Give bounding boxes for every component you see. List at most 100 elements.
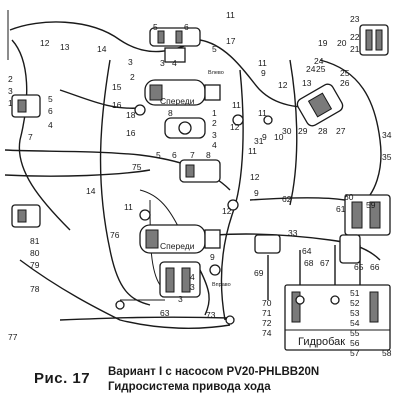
callout: 57	[350, 348, 360, 358]
callout: 81	[30, 236, 40, 246]
callout: 22	[350, 32, 360, 42]
callout: 24	[314, 56, 324, 66]
callout: 12	[222, 206, 232, 216]
callout: 58	[382, 348, 392, 358]
callout: 53	[350, 308, 360, 318]
callout: 6	[184, 22, 189, 32]
figure-title-line1: Вариант I с насосом PV20-PHLBB20N	[108, 366, 320, 378]
figure-title-line2: Гидросистема привода хода	[108, 381, 271, 393]
callout: 5	[48, 94, 53, 104]
callout: 3	[128, 57, 133, 67]
callout: 78	[30, 284, 40, 294]
callout: 54	[350, 318, 360, 328]
callout: 7	[190, 150, 195, 160]
callout: 9	[262, 132, 267, 142]
callout: 11	[258, 58, 267, 68]
callout: 12	[230, 122, 240, 132]
callout: 2	[8, 74, 13, 84]
callout: 4	[172, 58, 177, 68]
callout: 29	[298, 126, 308, 136]
callout: 3	[8, 86, 13, 96]
callout: 61	[336, 204, 346, 214]
callout: 3	[178, 294, 183, 304]
callout: 13	[302, 78, 312, 88]
callout: 11	[258, 108, 267, 118]
callout: 18	[126, 110, 136, 120]
left-valve-lower	[11, 204, 41, 228]
callout: 2	[212, 118, 217, 128]
callout: 5	[156, 150, 161, 160]
callout: 5	[153, 22, 158, 32]
pump-upper-label: Спереди	[160, 96, 195, 106]
callout: 62	[282, 194, 292, 204]
pump-lower: Спереди	[139, 224, 221, 254]
right-valve-stack	[344, 194, 391, 236]
callout: 4	[190, 272, 195, 282]
callout: 12	[250, 172, 260, 182]
callout: 5	[212, 44, 217, 54]
callout: 71	[262, 308, 272, 318]
callout: 60	[344, 192, 354, 202]
callout: 12	[278, 80, 288, 90]
callout: 75	[132, 162, 142, 172]
callout: 8	[206, 150, 211, 160]
callout: 3	[160, 58, 165, 68]
callout: 26	[340, 78, 350, 88]
pump-upper: Спереди	[144, 79, 221, 106]
callout: 10	[274, 132, 284, 142]
callout: 52	[350, 298, 360, 308]
callout: 4	[48, 120, 53, 130]
callout: 64	[302, 246, 312, 256]
callout: 1	[212, 108, 217, 118]
callout: 55	[350, 328, 360, 338]
callout: 12	[40, 38, 50, 48]
callout: 72	[262, 318, 272, 328]
hydraulic-tank	[284, 284, 391, 351]
callout: 14	[86, 186, 96, 196]
callout: 25	[316, 64, 326, 74]
fittings	[115, 104, 340, 325]
tank-label: Гидробак	[296, 336, 348, 348]
callout: 59	[366, 200, 376, 210]
callout: 30	[282, 126, 292, 136]
callout: 73	[206, 310, 216, 320]
right-top-block	[359, 24, 389, 56]
callout: 69	[254, 268, 264, 278]
callout: 66	[370, 262, 380, 272]
callout: 56	[350, 338, 360, 348]
hydraulic-lines	[4, 10, 382, 329]
callout: 7	[28, 132, 33, 142]
callout: 15	[112, 82, 122, 92]
callout: 3	[190, 282, 195, 292]
valve-block-mid	[164, 117, 221, 183]
direction-tag-right: Вправо	[212, 282, 231, 288]
callout: 27	[336, 126, 346, 136]
direction-tag-left: Влево	[208, 70, 224, 76]
callout: 13	[60, 42, 70, 52]
callout: 4	[212, 140, 217, 150]
callout: 20	[337, 38, 347, 48]
callout: 25	[340, 68, 350, 78]
callout: 3	[212, 130, 217, 140]
callout: 11	[226, 10, 235, 20]
callout: 19	[318, 38, 328, 48]
callout: 21	[350, 44, 360, 54]
callout: 11	[248, 146, 257, 156]
callout: 24	[306, 64, 316, 74]
callout: 28	[318, 126, 328, 136]
callout: 16	[112, 100, 122, 110]
hydraulic-diagram: Спереди Спереди	[4, 10, 392, 358]
filter-assembly	[296, 83, 344, 127]
callout: 6	[48, 106, 53, 116]
callout: 77	[8, 332, 18, 342]
callout: 76	[110, 230, 120, 240]
left-valve-upper	[11, 94, 41, 118]
filter-lower	[254, 234, 361, 264]
callout: 9	[261, 68, 266, 78]
callout: 33	[288, 228, 298, 238]
callout: 31	[254, 136, 264, 146]
callout: 80	[30, 248, 40, 258]
callout: 65	[354, 262, 364, 272]
callout-numbers: 11 12 13 14 5 6 3 2 5 1 7 11 12 9 19 20 2…	[8, 10, 392, 358]
valve-block-lower	[159, 261, 201, 298]
